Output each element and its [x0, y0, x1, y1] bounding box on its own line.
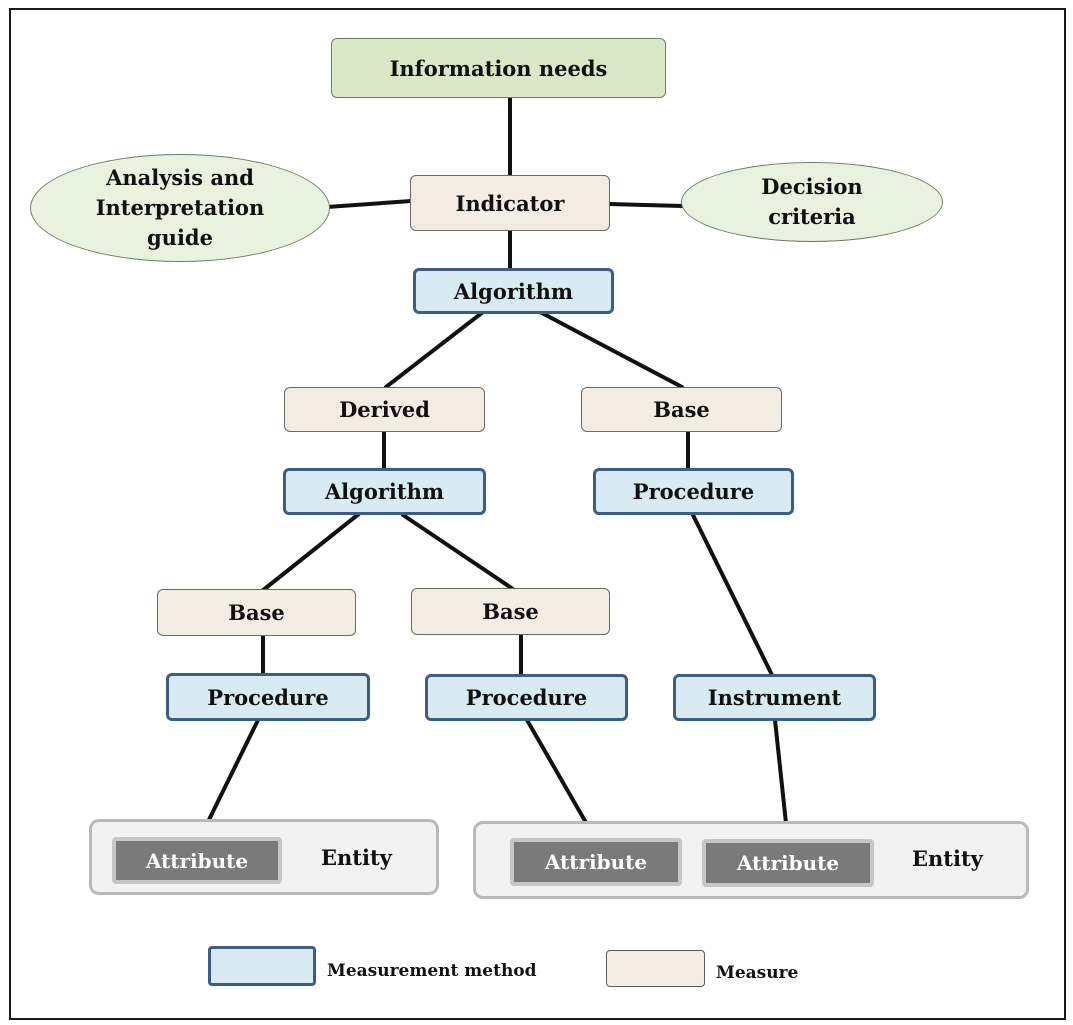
link-analysis-indicator — [325, 199, 413, 209]
procedure-left-node: Procedure — [166, 673, 370, 721]
analysis-guide-oval: Analysis and Interpretation guide — [30, 154, 330, 262]
algorithm-top-node: Algorithm — [413, 268, 614, 314]
decision-line-1: Decision — [761, 174, 863, 199]
base-measure-right-node: Base — [581, 387, 782, 432]
analysis-line-3: guide — [147, 225, 213, 250]
attribute-left: Attribute — [112, 837, 282, 884]
link-algorithm-base — [538, 310, 684, 389]
base-measure-left-node: Base — [157, 589, 356, 636]
indicator-node: Indicator — [410, 175, 610, 231]
instrument-node: Instrument — [673, 674, 876, 721]
link-algorithm-derived — [384, 310, 485, 389]
legend-method-label: Measurement method — [327, 961, 537, 981]
entity-label-right: Entity — [912, 846, 983, 871]
link-procedure-attribute-left — [198, 718, 260, 840]
decision-criteria-oval: Decision criteria — [681, 162, 943, 242]
link-procedure-attribute-mid — [525, 718, 598, 842]
information-needs-node: Information needs — [331, 38, 666, 98]
diagram-frame — [9, 8, 1066, 1020]
legend-measure-label: Measure — [716, 963, 799, 983]
link-procedure-instrument — [690, 511, 774, 677]
attribute-mid: Attribute — [510, 838, 682, 886]
base-measure-mid-node: Base — [411, 588, 610, 635]
link-algorithm-baseleft — [260, 511, 362, 593]
entity-label-left: Entity — [321, 845, 392, 870]
attribute-right: Attribute — [702, 839, 874, 887]
legend-method-swatch — [208, 946, 316, 986]
decision-line-2: criteria — [768, 204, 856, 229]
procedure-right-node: Procedure — [593, 468, 794, 515]
link-algorithm-basemid — [401, 513, 515, 591]
derived-measure-node: Derived — [284, 387, 485, 432]
algorithm-mid-node: Algorithm — [283, 468, 486, 515]
legend-measure-swatch — [606, 950, 705, 987]
procedure-mid-node: Procedure — [425, 674, 628, 721]
link-indicator-decision — [607, 202, 685, 208]
analysis-line-2: Interpretation — [95, 195, 265, 220]
analysis-line-1: Analysis and — [106, 165, 254, 190]
